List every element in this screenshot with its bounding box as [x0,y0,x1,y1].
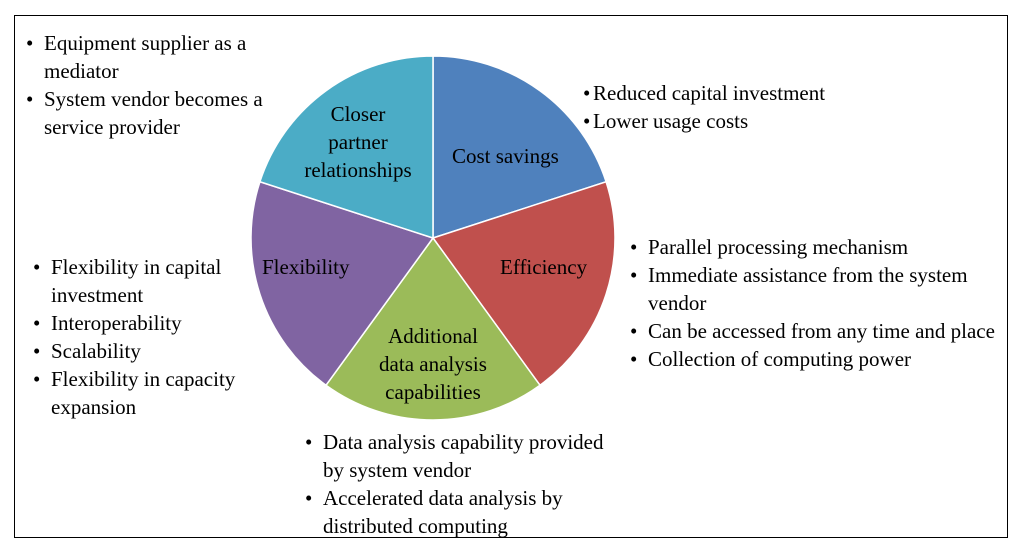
note-item: Parallel processing mechanism [630,233,1000,261]
note-item: System vendor becomes a service provider [26,85,296,141]
note-item: Equipment supplier as a mediator [26,29,296,85]
note-item: Flexibility in capital investment [33,253,268,309]
slice-efficiency [431,180,616,387]
label-line: capabilities [385,380,481,404]
note-item: Accelerated data analysis by distributed… [305,484,605,540]
note-item: Flexibility in capacity expansion [33,365,268,421]
label-line: partner [328,130,388,154]
label-additional-data-analysis: Additional data analysis capabilities [358,322,508,406]
label-closer-partner-relationships: Closer partner relationships [292,100,424,184]
label-efficiency: Efficiency [500,255,588,279]
note-item: Lower usage costs [583,107,883,135]
notes-efficiency: Parallel processing mechanism Immediate … [630,233,1000,373]
label-line: Closer [330,102,386,126]
notes-additional-data-analysis: Data analysis capability provided by sys… [305,428,605,540]
slice-additional-data-analysis [324,236,542,421]
label-line: data analysis [379,352,487,376]
note-item: Collection of computing power [630,345,1000,373]
notes-cost-savings: Reduced capital investment Lower usage c… [583,79,883,135]
label-flexibility: Flexibility [262,255,350,279]
slice-closer-partner-relationships [258,55,434,240]
note-item: Reduced capital investment [583,79,883,107]
note-item: Can be accessed from any time and place [630,317,1000,345]
note-item: Interoperability [33,309,268,337]
note-item: Scalability [33,337,268,365]
note-item: Immediate assistance from the system ven… [630,261,1000,317]
slice-cost-savings [432,55,608,240]
notes-closer-partner: Equipment supplier as a mediator System … [26,29,296,141]
notes-flexibility: Flexibility in capital investment Intero… [33,253,268,421]
note-item: Data analysis capability provided by sys… [305,428,605,484]
label-cost-savings: Cost savings [452,144,559,168]
label-line: relationships [304,158,412,182]
label-line: Additional [388,324,478,348]
